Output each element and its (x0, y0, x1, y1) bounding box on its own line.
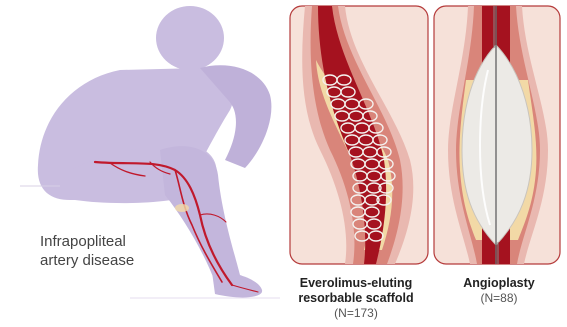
patient-foot (212, 272, 262, 298)
scaffold-title-line2: resorbable scaffold (288, 291, 424, 306)
disease-label-line2: artery disease (40, 251, 190, 270)
scaffold-title-line1: Everolimus-eluting (288, 276, 424, 291)
angioplasty-caption: Angioplasty (N=88) (434, 276, 564, 306)
angioplasty-n: (N=88) (434, 291, 564, 306)
angioplasty-panel (434, 6, 560, 264)
patient-head (156, 6, 224, 70)
disease-label: Infrapopliteal artery disease (40, 232, 190, 270)
scaffold-panel (290, 6, 428, 264)
scaffold-caption: Everolimus-eluting resorbable scaffold (… (288, 276, 424, 321)
angioplasty-title: Angioplasty (434, 276, 564, 291)
scaffold-n: (N=173) (288, 306, 424, 321)
lesion-highlight (175, 204, 189, 212)
disease-label-line1: Infrapopliteal (40, 232, 190, 251)
